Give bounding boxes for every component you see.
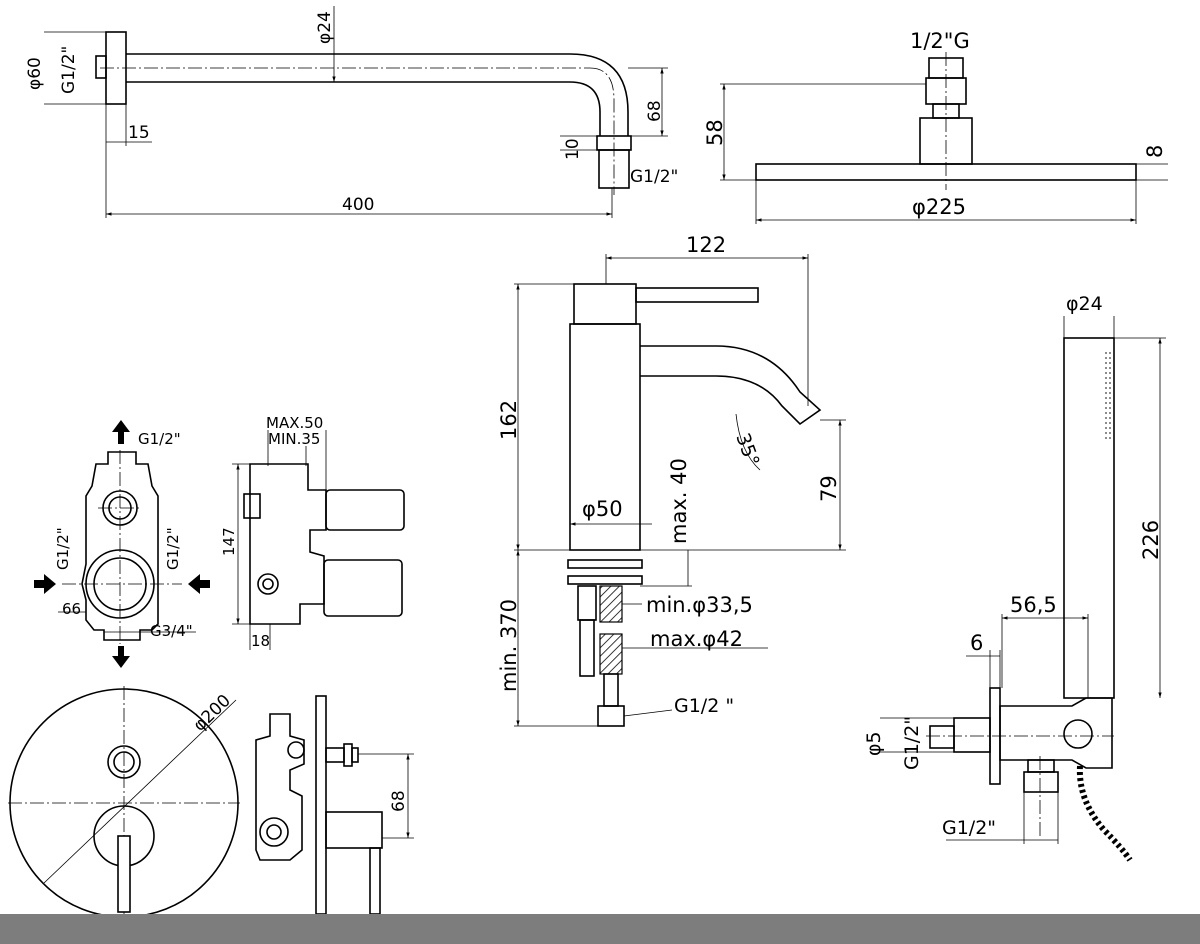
arrow-right-icon: [34, 574, 56, 594]
hand-shower-handle: [1063, 337, 1115, 699]
basin-hose-lower: [599, 633, 623, 675]
hand-thread-side: G1/2": [901, 716, 923, 770]
body-max-50: MAX.50: [266, 414, 323, 432]
plate-dia-200: φ200: [190, 691, 235, 736]
basin-max-dia: max.φ42: [650, 627, 743, 651]
basin-max-40: max. 40: [667, 458, 691, 544]
basin-angle-35: 35°: [731, 430, 763, 469]
arm-dim-400: 400: [342, 195, 374, 215]
basin-min-dia: min.φ33,5: [646, 593, 753, 617]
plate-diverter-knob: [107, 745, 141, 779]
arm-dia-24: φ24: [315, 11, 335, 44]
plate-side: [315, 695, 327, 915]
hand-shower-drawing: φ24 226 56,5 6 φ5 G1/2": [863, 293, 1166, 862]
arm-thread-left: G1/2": [59, 46, 79, 94]
bottom-bar: [0, 914, 1200, 944]
head-dim-58: 58: [703, 119, 727, 146]
hand-dim-56-5: 56,5: [1010, 593, 1057, 617]
head-dim-8: 8: [1143, 145, 1167, 158]
basin-dim-79: 79: [817, 475, 841, 502]
hand-thread-bottom: G1/2": [942, 817, 996, 839]
hand-dia-24: φ24: [1066, 293, 1103, 315]
arrow-up-icon: [112, 420, 130, 444]
body-dim-66: 66: [62, 600, 81, 618]
head-plate: [755, 163, 1137, 181]
body-dim-18: 18: [251, 632, 270, 650]
arm-dia-60: φ60: [25, 57, 45, 90]
basin-dim-122: 122: [686, 233, 726, 257]
body-thread-left: G1/2": [54, 527, 72, 570]
body-thread-right: G1/2": [164, 527, 182, 570]
arrow-left-icon: [188, 574, 210, 594]
arm-dim-10: 10: [563, 138, 583, 160]
hand-dia-5: φ5: [863, 731, 885, 756]
hand-holder: [999, 697, 1113, 769]
basin-min-370: min. 370: [497, 599, 521, 692]
arm-thread-right: G1/2": [630, 167, 678, 187]
basin-dim-162: 162: [497, 400, 521, 440]
body-handle-upper: [325, 489, 405, 531]
wall-plate-drawing: φ200 68: [8, 686, 414, 918]
body-min-35: MIN.35: [268, 430, 320, 448]
basin-lever: [635, 287, 759, 303]
body-dim-147: 147: [220, 527, 238, 556]
basin-thread: G1/2 ": [674, 695, 734, 717]
head-thread: 1/2"G: [910, 29, 970, 53]
basin-spout: [640, 345, 822, 426]
shower-head-drawing: 1/2"G 58 8 φ225: [703, 29, 1168, 224]
arm-outlet-thread: [598, 149, 630, 189]
arrow-down-icon: [112, 646, 130, 668]
basin-mixer-drawing: 35° 122 162 79 φ50 max. 40: [497, 233, 846, 727]
basin-handle-cap: [573, 283, 637, 325]
basin-connector-nut: [597, 705, 625, 727]
head-dia-225: φ225: [912, 195, 966, 219]
body-thread-bottom: G3/4": [150, 622, 193, 640]
body-handle-lower: [323, 559, 403, 617]
hand-dim-226: 226: [1139, 520, 1163, 560]
arm-dim-68: 68: [645, 100, 665, 122]
hand-hose: [1076, 765, 1133, 862]
arm-dim-15: 15: [128, 123, 150, 143]
hand-dim-6: 6: [970, 631, 983, 655]
arm-inner-tube: [126, 81, 601, 136]
plate-handle-side: [325, 811, 383, 849]
basin-dia-50: φ50: [582, 497, 623, 521]
body-thread-top: G1/2": [138, 430, 181, 448]
wall-arm-drawing: φ24 φ60 G1/2" 15 68 10 G1/2" 400: [25, 6, 678, 218]
plate-dim-68: 68: [389, 790, 409, 812]
arm-outer-tube: [126, 53, 629, 136]
basin-hose-upper: [599, 585, 623, 623]
plate-lever: [117, 835, 131, 913]
wall-thread-stub: [95, 55, 107, 79]
mixer-body-drawing: G1/2" G1/2" G1/2" 66 G3/4" MAX.50 MIN.35: [34, 414, 405, 668]
